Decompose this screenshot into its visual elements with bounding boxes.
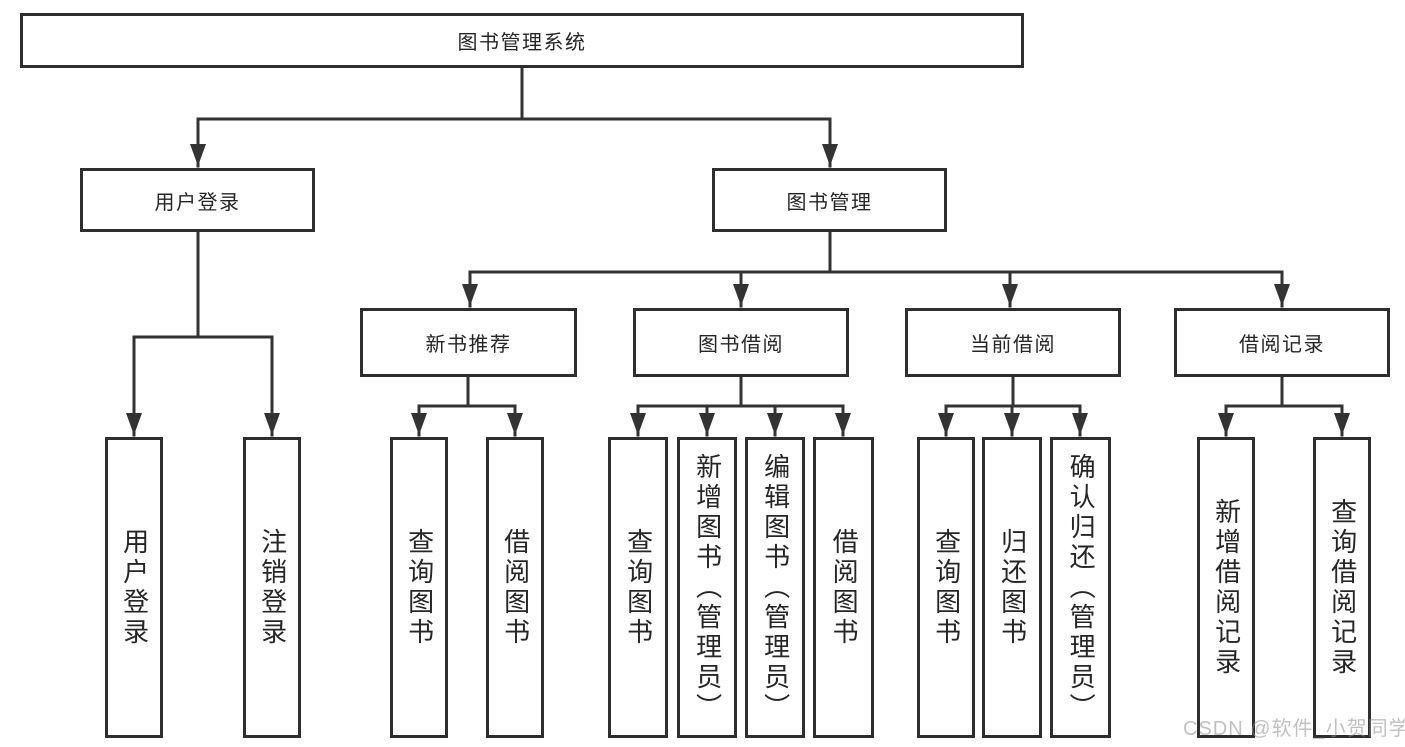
node-label: 注销登录 [257, 527, 288, 648]
node-label: 查询借阅记录 [1327, 497, 1358, 678]
leaf-add-borrow-record: 新增借阅记录 [1197, 437, 1255, 738]
node-label: 归还图书 [997, 527, 1028, 648]
node-library-system: 图书管理系统 [20, 13, 1024, 68]
node-book-management: 图书管理 [712, 168, 947, 232]
leaf-logout: 注销登录 [243, 437, 301, 738]
node-user-login: 用户登录 [80, 168, 315, 232]
node-new-book-recommend: 新书推荐 [360, 308, 577, 377]
node-label: 图书管理系统 [457, 32, 587, 54]
node-label: 查询图书 [623, 527, 654, 648]
node-label: 用户登录 [119, 527, 150, 648]
leaf-query-borrow-record: 查询借阅记录 [1313, 437, 1371, 738]
node-label: 新增图书（管理员） [692, 452, 723, 723]
node-label: 图书管理 [786, 191, 873, 214]
leaf-confirm-return-admin: 确认归还（管理员） [1050, 437, 1111, 738]
leaf-user-login: 用户登录 [105, 437, 163, 738]
node-label: 图书借阅 [698, 334, 784, 356]
node-label: 借阅记录 [1239, 334, 1325, 356]
node-borrow-records: 借阅记录 [1174, 308, 1390, 377]
csdn-watermark: CSDN @软件_小贺同学 [1183, 718, 1405, 740]
node-label: 新书推荐 [425, 334, 512, 356]
node-book-borrowing: 图书借阅 [633, 308, 849, 377]
leaf-add-books-admin: 新增图书（管理员） [677, 437, 737, 738]
node-label: 确认归还（管理员） [1066, 452, 1097, 723]
node-label: 编辑图书（管理员） [760, 452, 791, 723]
leaf-query-books-current: 查询图书 [917, 437, 975, 738]
leaf-return-books: 归还图书 [982, 437, 1042, 738]
leaf-borrow-books-recommend: 借阅图书 [486, 437, 544, 738]
node-label: 查询图书 [931, 527, 962, 648]
leaf-query-books-recommend: 查询图书 [390, 437, 448, 738]
node-label: 当前借阅 [970, 334, 1056, 356]
leaf-edit-books-admin: 编辑图书（管理员） [745, 437, 805, 738]
node-label: 借阅图书 [829, 527, 860, 648]
node-label: 借阅图书 [500, 527, 531, 648]
node-label: 查询图书 [404, 527, 435, 648]
node-label: 新增借阅记录 [1211, 497, 1242, 678]
leaf-query-books-borrowing: 查询图书 [608, 437, 668, 738]
node-current-borrowing: 当前借阅 [905, 308, 1121, 377]
leaf-borrow-books-borrowing: 借阅图书 [813, 437, 874, 738]
node-label: 用户登录 [154, 191, 241, 214]
